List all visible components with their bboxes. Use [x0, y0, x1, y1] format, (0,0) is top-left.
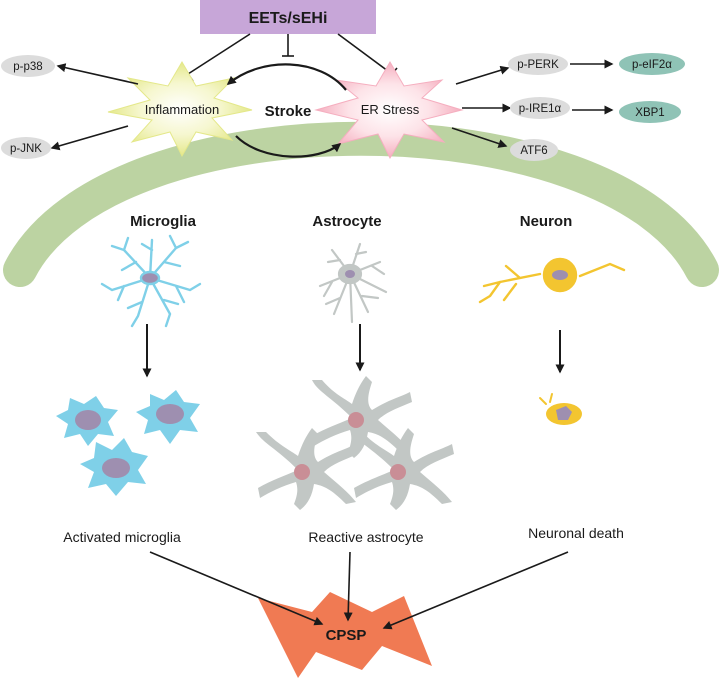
activated-microglia-cells: [56, 390, 200, 496]
p-jnk-label: p-JNK: [10, 143, 42, 155]
p-ire1a-node: p-IRE1α: [510, 97, 570, 119]
er-stress-burst: ER Stress: [314, 61, 464, 160]
activated-microglia-label: Activated microglia: [63, 529, 181, 545]
microglia-title: Microglia: [130, 213, 197, 230]
inflammation-label: Inflammation: [145, 102, 219, 117]
cycle-arrows: [226, 63, 347, 158]
atf6-node: ATF6: [510, 139, 558, 161]
transition-arrows: [142, 324, 565, 378]
xbp1-label: XBP1: [635, 107, 664, 119]
er-stress-target-arrows: [451, 59, 614, 148]
stroke-label: Stroke: [265, 103, 312, 120]
inflammation-burst: Inflammation: [107, 61, 253, 158]
xbp1-node: XBP1: [619, 101, 681, 123]
eets-sehi-box: EETs/sEHi: [200, 0, 376, 34]
healthy-neuron: [478, 257, 626, 304]
cpsp-label: CPSP: [326, 627, 367, 644]
er-stress-label: ER Stress: [361, 102, 420, 117]
p-perk-label: p-PERK: [517, 59, 559, 71]
atf6-label: ATF6: [520, 145, 547, 157]
eets-sehi-label: EETs/sEHi: [249, 10, 328, 27]
neuronal-death-label: Neuronal death: [528, 525, 624, 541]
converging-arrows: [149, 551, 569, 630]
p-p38-node: p-p38: [1, 55, 55, 77]
p-eif2a-label: p-eIF2α: [632, 59, 672, 71]
reactive-astrocyte-label: Reactive astrocyte: [308, 529, 423, 545]
astrocyte-title: Astrocyte: [312, 213, 381, 230]
reactive-astrocyte-cells: [256, 376, 454, 510]
p-jnk-node: p-JNK: [1, 137, 51, 159]
resting-astrocyte: [318, 242, 388, 324]
inflammation-target-arrows: [50, 63, 139, 151]
inhibition-lines: [182, 33, 398, 82]
p-ire1a-label: p-IRE1α: [519, 103, 562, 115]
dying-neuron: [539, 393, 582, 425]
resting-microglia: [100, 234, 202, 328]
p-perk-node: p-PERK: [508, 53, 568, 75]
p-p38-label: p-p38: [13, 61, 42, 73]
cpsp-bolt: CPSP: [258, 592, 432, 678]
neuron-title: Neuron: [520, 213, 573, 230]
p-eif2a-node: p-eIF2α: [619, 53, 685, 75]
